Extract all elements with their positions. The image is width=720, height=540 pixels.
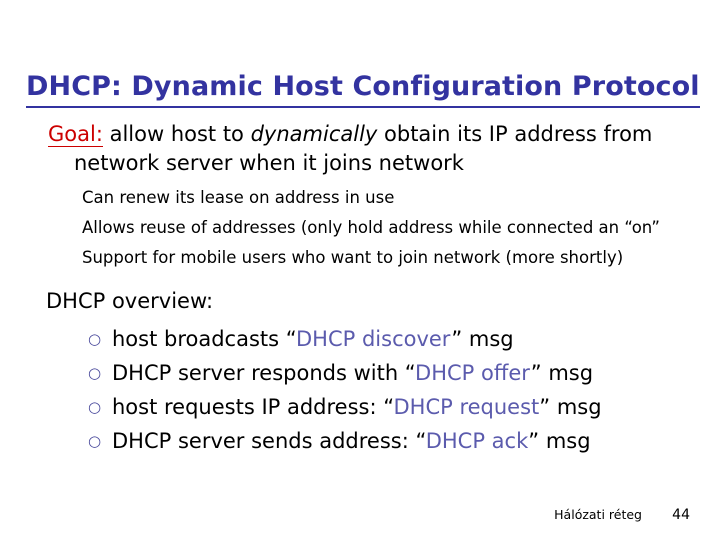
hollow-circle-bullet-icon: ○ (88, 330, 102, 348)
slide-footer: Hálózati réteg 44 (0, 506, 720, 526)
footer-label: Hálózati réteg (554, 507, 642, 522)
list-item-prefix: DHCP server responds with “ (112, 361, 416, 385)
list-item-prefix: DHCP server sends address: “ (112, 429, 426, 453)
goal-text-before-italic: allow host to (102, 122, 251, 146)
list-item-prefix: host requests IP address: “ (112, 395, 394, 419)
sub-point-2: Allows reuse of addresses (only hold add… (0, 216, 720, 240)
goal-text-after-italic: obtain its IP address from network serve… (74, 122, 653, 175)
list-item: ○ host requests IP address: “DHCP reques… (0, 390, 720, 424)
sub-point-3: Support for mobile users who want to joi… (0, 246, 720, 270)
slide-page-number: 44 (672, 507, 690, 523)
list-item-suffix: ” msg (451, 327, 514, 351)
hollow-circle-bullet-icon: ○ (88, 398, 102, 416)
goal-paragraph-line: Goal: allow host to dynamically obtain i… (48, 120, 680, 178)
list-item-suffix: ” msg (528, 429, 591, 453)
overview-bullet-list: ○ host broadcasts “DHCP discover” msg ○ … (0, 322, 720, 458)
list-item-message-name: DHCP ack (425, 429, 529, 453)
list-item-message-name: DHCP offer (415, 361, 531, 385)
overview-heading: DHCP overview: (46, 289, 214, 313)
list-item-message-name: DHCP request (393, 395, 540, 419)
page-title: DHCP: Dynamic Host Configuration Protoco… (26, 71, 700, 109)
list-item: ○ host broadcasts “DHCP discover” msg (0, 322, 720, 356)
list-item-message-name: DHCP discover (296, 327, 452, 351)
sub-point-3-text: Support for mobile users who want to joi… (82, 248, 624, 267)
list-item-suffix: ” msg (539, 395, 602, 419)
sub-point-1-text: Can renew its lease on address in use (82, 188, 395, 207)
sub-point-2-text: Allows reuse of addresses (only hold add… (82, 218, 660, 237)
goal-label: Goal: (48, 122, 103, 147)
goal-paragraph: Goal: allow host to dynamically obtain i… (0, 120, 720, 178)
list-item-suffix: ” msg (530, 361, 594, 385)
hollow-circle-bullet-icon: ○ (88, 364, 102, 382)
list-item: ○ DHCP server responds with “DHCP offer”… (0, 356, 720, 390)
slide-body: Goal: allow host to dynamically obtain i… (0, 120, 720, 458)
list-item-prefix: host broadcasts “ (112, 327, 296, 351)
sub-point-1: Can renew its lease on address in use (0, 186, 720, 210)
hollow-circle-bullet-icon: ○ (88, 432, 102, 450)
list-item: ○ DHCP server sends address: “DHCP ack” … (0, 424, 720, 458)
page-title-text: DHCP: Dynamic Host Configuration Protoco… (26, 71, 700, 109)
goal-italic-word: dynamically (250, 122, 378, 146)
